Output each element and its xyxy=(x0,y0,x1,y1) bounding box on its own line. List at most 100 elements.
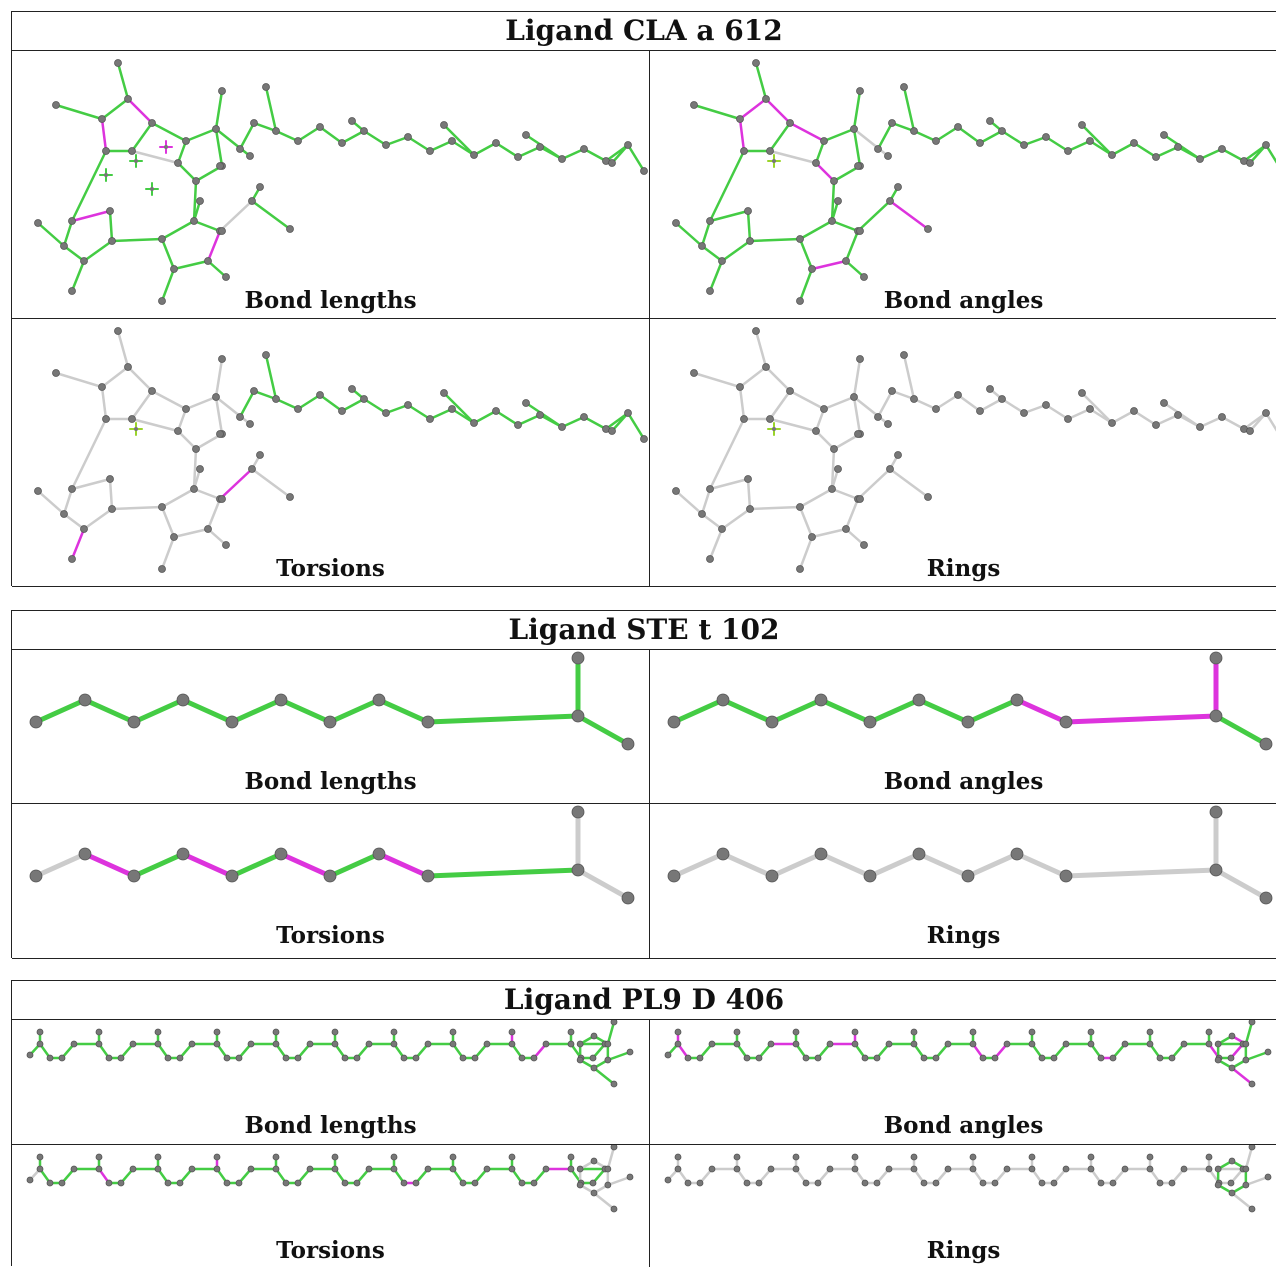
atom xyxy=(1228,1157,1236,1165)
bond xyxy=(692,371,742,389)
atom xyxy=(246,152,254,160)
bond xyxy=(798,219,834,241)
pl9-rings-molecule xyxy=(664,1145,1272,1213)
atom xyxy=(1248,1020,1256,1026)
bond xyxy=(70,209,112,223)
atom xyxy=(604,1181,612,1189)
atom xyxy=(932,1054,940,1062)
atom xyxy=(608,159,616,167)
atom xyxy=(755,1054,763,1062)
bond xyxy=(82,697,137,725)
bond xyxy=(916,697,971,725)
atom xyxy=(610,1145,618,1151)
atom xyxy=(812,427,820,435)
atom xyxy=(117,1179,125,1187)
atom xyxy=(1050,1179,1058,1187)
bond xyxy=(1063,867,1219,879)
bond xyxy=(768,149,818,165)
atom xyxy=(105,1179,113,1187)
atom xyxy=(1248,1205,1256,1213)
bond xyxy=(1244,1175,1270,1187)
atom xyxy=(331,1153,339,1161)
atom xyxy=(128,415,136,423)
bond xyxy=(830,179,836,223)
atom xyxy=(667,869,681,883)
atom xyxy=(744,475,752,483)
atom xyxy=(624,141,632,149)
atom xyxy=(1042,401,1050,409)
cla-bond-angles-molecule xyxy=(672,59,1276,305)
bond xyxy=(876,121,894,151)
atom xyxy=(752,59,760,67)
atom xyxy=(796,297,804,305)
atom xyxy=(170,533,178,541)
atom xyxy=(164,1179,172,1187)
atom xyxy=(567,1165,575,1173)
atom xyxy=(158,297,166,305)
atom xyxy=(920,1179,928,1187)
atom xyxy=(1214,1040,1222,1048)
atom xyxy=(690,369,698,377)
bond xyxy=(606,1175,632,1187)
atom xyxy=(286,225,294,233)
atom xyxy=(716,847,730,861)
bond xyxy=(1213,867,1269,901)
bond xyxy=(867,851,922,879)
atom xyxy=(998,127,1006,135)
atom xyxy=(1152,421,1160,429)
panel-rings: Rings xyxy=(650,319,1276,587)
atom xyxy=(1078,121,1086,129)
bond xyxy=(674,221,704,248)
atom xyxy=(188,1165,196,1173)
ligand-title: Ligand STE t 102 xyxy=(12,611,1276,650)
atom xyxy=(856,227,864,235)
atom xyxy=(223,1179,231,1187)
atom xyxy=(796,235,804,243)
atom xyxy=(796,565,804,573)
atom xyxy=(68,555,76,563)
bond xyxy=(671,697,726,725)
atom xyxy=(706,555,714,563)
atom xyxy=(706,287,714,295)
atom xyxy=(129,1040,137,1048)
bond xyxy=(830,487,860,501)
atom xyxy=(400,1179,408,1187)
atom xyxy=(68,287,76,295)
bond xyxy=(890,389,916,401)
atom xyxy=(604,1056,612,1064)
atom xyxy=(196,465,204,473)
bond xyxy=(36,221,66,248)
atom xyxy=(674,1028,682,1036)
atom xyxy=(106,475,114,483)
bond xyxy=(218,467,254,501)
cla-torsions-molecule xyxy=(34,327,648,573)
atom xyxy=(124,95,132,103)
atom xyxy=(1086,405,1094,413)
atom xyxy=(706,217,714,225)
atom xyxy=(470,151,478,159)
atom xyxy=(98,115,106,123)
panel-label: Bond angles xyxy=(883,768,1044,795)
bond xyxy=(160,237,176,271)
atom xyxy=(225,869,239,883)
atom xyxy=(78,693,92,707)
atom xyxy=(1109,1179,1117,1187)
atom xyxy=(1228,1032,1236,1040)
atom xyxy=(1242,1165,1250,1173)
bond xyxy=(1264,143,1276,164)
bond xyxy=(494,409,520,427)
panel-label: Bond lengths xyxy=(244,768,417,795)
atom xyxy=(530,1179,538,1187)
atom xyxy=(448,405,456,413)
bond xyxy=(494,141,520,159)
bond xyxy=(754,329,768,369)
bond xyxy=(844,229,860,263)
atom xyxy=(331,1165,339,1173)
atom xyxy=(767,1165,775,1173)
bond xyxy=(274,397,300,411)
bond xyxy=(1044,403,1070,421)
bond xyxy=(1080,391,1114,425)
atom xyxy=(182,405,190,413)
bond xyxy=(1014,697,1069,725)
atom xyxy=(518,1054,526,1062)
